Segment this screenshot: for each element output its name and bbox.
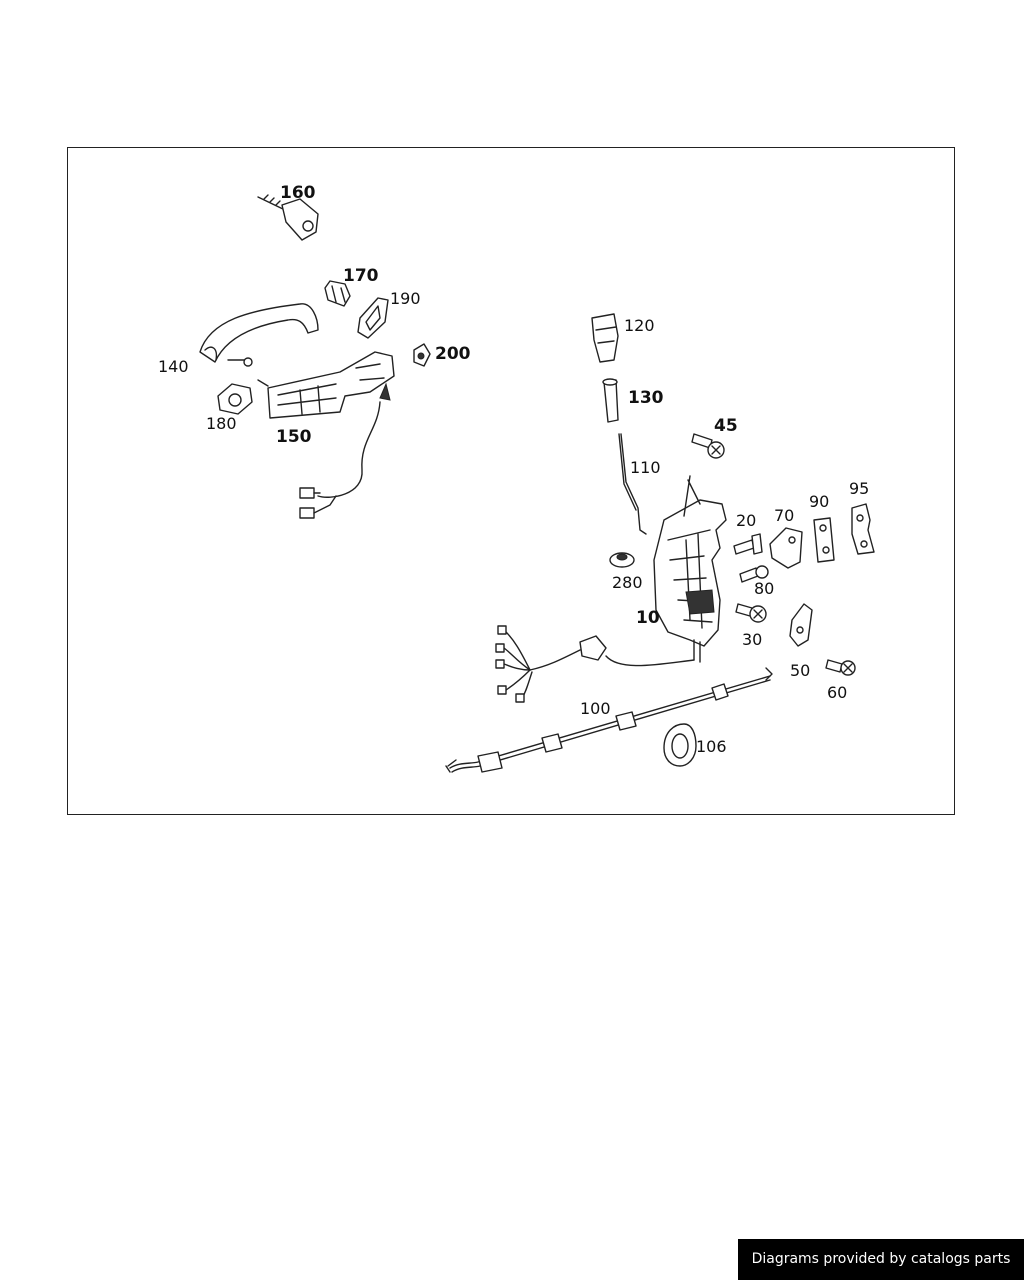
part-140-door-handle (199, 303, 319, 367)
callout-200: 200 (435, 344, 471, 364)
callout-160: 160 (280, 183, 316, 203)
callout-80: 80 (754, 579, 774, 598)
part-280-grommet (609, 552, 635, 568)
part-200-grommet (413, 343, 431, 367)
callout-90: 90 (809, 492, 829, 511)
part-160-lock-cylinder (257, 194, 319, 241)
part-10-door-lock (653, 475, 727, 663)
callout-70: 70 (774, 506, 794, 525)
callout-45: 45 (714, 416, 738, 436)
part-45-screw (691, 433, 725, 459)
callout-10: 10 (636, 608, 660, 628)
callout-labels: 160 170 190 200 140 180 150 120 130 45 1… (158, 183, 869, 756)
part-130-sleeve (602, 378, 619, 423)
part-100-cable (445, 667, 773, 773)
part-95-plate (851, 503, 875, 555)
callout-120: 120 (624, 316, 655, 335)
callout-170: 170 (343, 266, 379, 286)
callout-20: 20 (736, 511, 756, 530)
part-106-grommet (663, 723, 697, 767)
callout-60: 60 (827, 683, 847, 702)
part-30-screw (735, 603, 767, 623)
callout-130: 130 (628, 388, 664, 408)
part-190-gasket (357, 297, 389, 339)
callout-30: 30 (742, 630, 762, 649)
part-50-cover (789, 603, 813, 647)
part-180-bezel (217, 383, 253, 415)
part-110-rod (618, 433, 647, 535)
part-60-screw (825, 659, 856, 676)
footer-credit: Diagrams provided by catalogs parts (738, 1239, 1024, 1280)
callout-110: 110 (630, 458, 661, 477)
callout-95: 95 (849, 479, 869, 498)
part-90-shim (813, 517, 835, 563)
part-170-clip (324, 280, 351, 307)
callout-140: 140 (158, 357, 189, 376)
callout-106: 106 (696, 737, 727, 756)
callout-180: 180 (206, 414, 237, 433)
wire-harness (495, 625, 695, 703)
callout-150: 150 (276, 427, 312, 447)
part-120-cap (591, 313, 619, 363)
callout-50: 50 (790, 661, 810, 680)
callout-190: 190 (390, 289, 421, 308)
part-80-screw (739, 565, 769, 583)
callout-100: 100 (580, 699, 611, 718)
callout-280: 280 (612, 573, 643, 592)
part-70-striker (769, 527, 803, 569)
part-20-screw (733, 533, 763, 555)
diagram-frame (67, 147, 955, 815)
part-150-handle-carrier (257, 351, 395, 519)
